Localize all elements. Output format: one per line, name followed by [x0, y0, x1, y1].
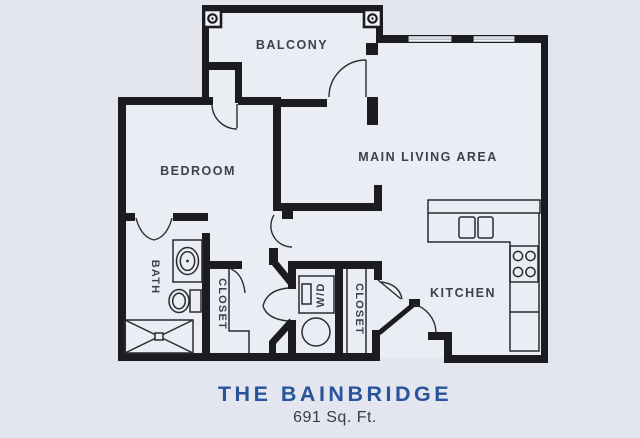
- bath-double-door-swing: [135, 217, 173, 241]
- stove: [509, 245, 539, 283]
- vestibule-door-swing: [270, 214, 293, 248]
- balcony-posts: [202, 8, 383, 29]
- toilet: [168, 288, 202, 314]
- wall-wd-left-upper: [288, 261, 296, 289]
- wall-balcony-alcove-top: [202, 62, 242, 70]
- balcony-bedroom-door-swing: [211, 103, 238, 130]
- living-wing-floor: [378, 39, 545, 358]
- bath-fixtures: [124, 239, 203, 354]
- kitchen-fixtures: [427, 199, 541, 352]
- wall-balcony-bottom-mid: [238, 97, 281, 105]
- main-living-label: MAIN LIVING AREA: [358, 150, 498, 164]
- wall-left-outer: [118, 97, 126, 361]
- closet-left-door-swing: [230, 268, 246, 294]
- balcony-post-icon: [362, 8, 383, 29]
- walls: [118, 5, 548, 363]
- wall-closet-entry-stub: [374, 269, 382, 280]
- wall-balcony-top: [202, 5, 383, 13]
- plan-title: THE BAINBRIDGE: [218, 382, 452, 406]
- entry-door-leaf: [377, 303, 415, 335]
- balcony-floor: [202, 9, 380, 101]
- wall-wd-right: [335, 261, 343, 357]
- balcony-post-icon: [202, 8, 223, 29]
- wd-label: W/D: [315, 283, 327, 308]
- washer-dryer: [298, 275, 335, 347]
- shower: [124, 319, 194, 354]
- wall-balcony-bottom-left: [202, 97, 213, 105]
- wall-balcony-door-jamb-lower: [367, 97, 378, 125]
- balcony-label: BALCONY: [256, 38, 328, 52]
- wall-living-stub: [374, 185, 382, 211]
- wall-balcony-door-jamb-upper: [366, 43, 378, 55]
- title-block: THE BAINBRIDGE 691 Sq. Ft.: [218, 382, 452, 426]
- doors: [135, 59, 437, 333]
- closet-interiors: [228, 269, 367, 353]
- window-icon: [407, 35, 453, 43]
- wall-vestibule-foot: [269, 341, 276, 355]
- wall-kitchen-bottom: [444, 355, 548, 363]
- bedroom-label: BEDROOM: [160, 164, 236, 178]
- wall-entry-step-h: [428, 332, 452, 340]
- wall-closet-left-top: [206, 261, 242, 269]
- wall-vestibule-top: [273, 203, 382, 211]
- kitchen-counter-top: [427, 199, 541, 214]
- windows: [407, 35, 516, 43]
- wd-drum: [301, 317, 331, 347]
- closet-left-boundary: [228, 269, 250, 353]
- closet-entry-label: CLOSET: [353, 283, 365, 335]
- window-icon: [472, 35, 516, 43]
- bath-label: BATH: [149, 260, 161, 295]
- wall-balcony-alcove-right: [235, 62, 242, 103]
- closet-left-label: CLOSET: [216, 278, 228, 330]
- wall-right-outer: [541, 35, 548, 363]
- wall-entry-step-v: [444, 332, 452, 358]
- wall-bath-right: [202, 233, 210, 355]
- wall-bedroom-top: [118, 97, 213, 105]
- wd-cabinet: [298, 275, 335, 314]
- floor-area: [122, 9, 545, 358]
- wall-foyer-top: [275, 99, 327, 107]
- wall-vestibule-stub: [269, 248, 278, 265]
- wall-bath-top-left: [118, 213, 135, 221]
- wd-panel: [301, 283, 312, 305]
- closet-entry-door-swing: [377, 279, 403, 300]
- entry-door-hinge-stub: [409, 299, 420, 307]
- wd-double-door-swing: [262, 287, 289, 322]
- entry-door-swing: [412, 303, 437, 333]
- room-labels: BALCONY BEDROOM MAIN LIVING AREA KITCHEN…: [149, 38, 498, 335]
- kitchen-sink: [458, 216, 494, 239]
- wall-living-top: [376, 35, 548, 43]
- wall-bottom-left: [118, 353, 380, 361]
- kitchen-counter-l: [427, 213, 540, 352]
- wall-bath-top-right: [173, 213, 208, 221]
- balcony-living-door-swing: [328, 59, 367, 98]
- vanity-sink: [172, 239, 203, 283]
- wall-entry-jamb: [372, 330, 380, 361]
- wall-balcony-left: [202, 5, 209, 105]
- wall-bedroom-right: [273, 99, 281, 211]
- wall-vestibule-door-jamb: [282, 211, 293, 219]
- plan-area: 691 Sq. Ft.: [293, 409, 377, 426]
- wall-wd-left-lower: [288, 320, 296, 357]
- kitchen-label: KITCHEN: [430, 286, 496, 300]
